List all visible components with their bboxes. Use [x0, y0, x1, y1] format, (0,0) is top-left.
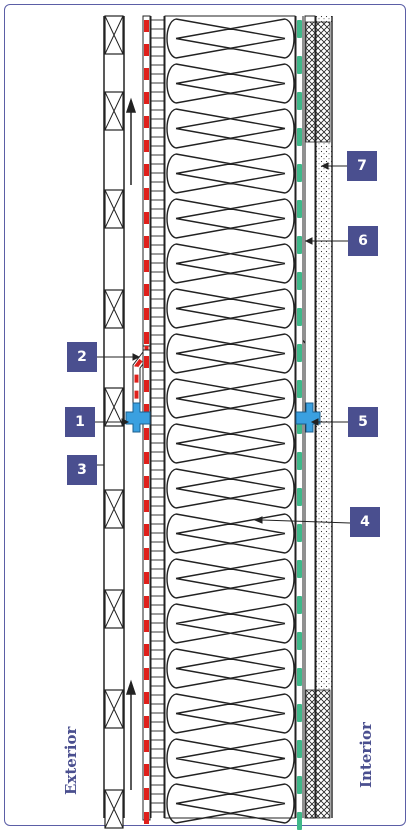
- left-clip-icon: [125, 402, 151, 433]
- marker-3: 3: [67, 455, 97, 485]
- exterior-label: Exterior: [62, 726, 80, 795]
- exterior-cladding: [103, 16, 125, 818]
- marker-7: 7: [347, 151, 377, 181]
- leader-lines: [95, 162, 351, 524]
- batten-boxes: [104, 15, 124, 829]
- marker-1: 1: [65, 407, 95, 437]
- airflow-arrows: [125, 97, 137, 790]
- marker-4: 4: [350, 507, 380, 537]
- lath-strip: [150, 16, 165, 818]
- marker-2: 2: [67, 342, 97, 372]
- right-clip-icon: [295, 402, 321, 433]
- interior-label: Interior: [357, 722, 375, 788]
- insulation: [164, 15, 296, 824]
- red-membrane: [132, 15, 151, 824]
- marker-5: 5: [348, 407, 378, 437]
- marker-6: 6: [348, 226, 378, 256]
